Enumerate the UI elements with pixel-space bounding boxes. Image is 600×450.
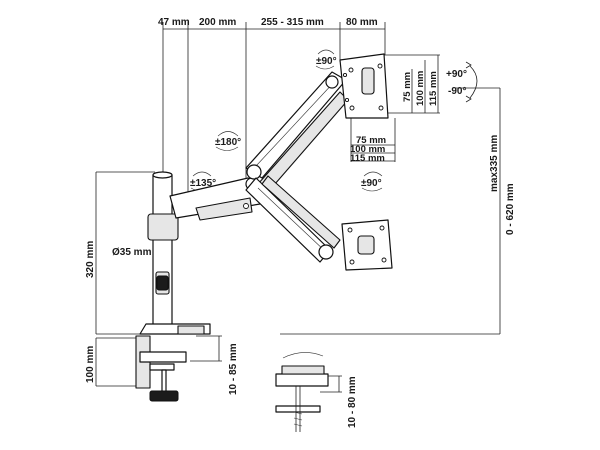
rotation-180-label: ±180° [215, 137, 241, 148]
dimension-labels: 47 mm 200 mm 255 - 315 mm 80 mm 75 mm 10… [85, 17, 516, 428]
vesa-plate-upper [339, 53, 389, 119]
grommet-mount [275, 352, 329, 432]
vesa-upper-100: 100 mm [415, 71, 426, 106]
upper-arm-raised [245, 71, 349, 193]
dim-80mm: 80 mm [346, 17, 378, 28]
pole [147, 171, 179, 334]
upper-arm-lowered [245, 175, 341, 263]
max-height-label: max335 mm [489, 135, 500, 192]
pole-diameter-label: Ø35 mm [112, 247, 152, 258]
rotation-135-label: ±135° [190, 178, 216, 189]
rotation-90-mid-label: ±90° [361, 178, 382, 189]
rotation-90-top-label: ±90° [316, 56, 337, 67]
vesa-lower-75: 75 mm [356, 135, 386, 146]
vesa-upper-115: 115 mm [428, 71, 439, 106]
pole-height-label: 320 mm [85, 241, 96, 278]
vesa-lower-115: 115 mm [350, 153, 385, 164]
tilt-arc-icon [465, 61, 478, 103]
dimension-lines [95, 22, 501, 393]
rotation-badge-90-top: ±90° [315, 49, 337, 70]
rotation-badge-180: ±180° [215, 131, 241, 151]
clamp-height-label: 100 mm [85, 346, 96, 383]
tilt-up-label: +90° [446, 69, 467, 80]
dim-47mm: 47 mm [158, 17, 190, 28]
vesa-lower-100: 100 mm [350, 144, 385, 155]
dim-200mm: 200 mm [199, 17, 236, 28]
rotation-badge-90-mid: ±90° [361, 171, 383, 192]
grommet-thickness-label: 10 - 80 mm [347, 376, 358, 428]
tilt-down-label: -90° [448, 86, 466, 97]
range-label: 0 - 620 mm [505, 183, 516, 235]
vesa-upper-75: 75 mm [402, 72, 413, 102]
vesa-plate-lower [341, 219, 393, 271]
desk-clamp [135, 323, 211, 402]
dim-255-315mm: 255 - 315 mm [261, 17, 324, 28]
clamp-opening-label: 10 - 85 mm [228, 343, 239, 395]
